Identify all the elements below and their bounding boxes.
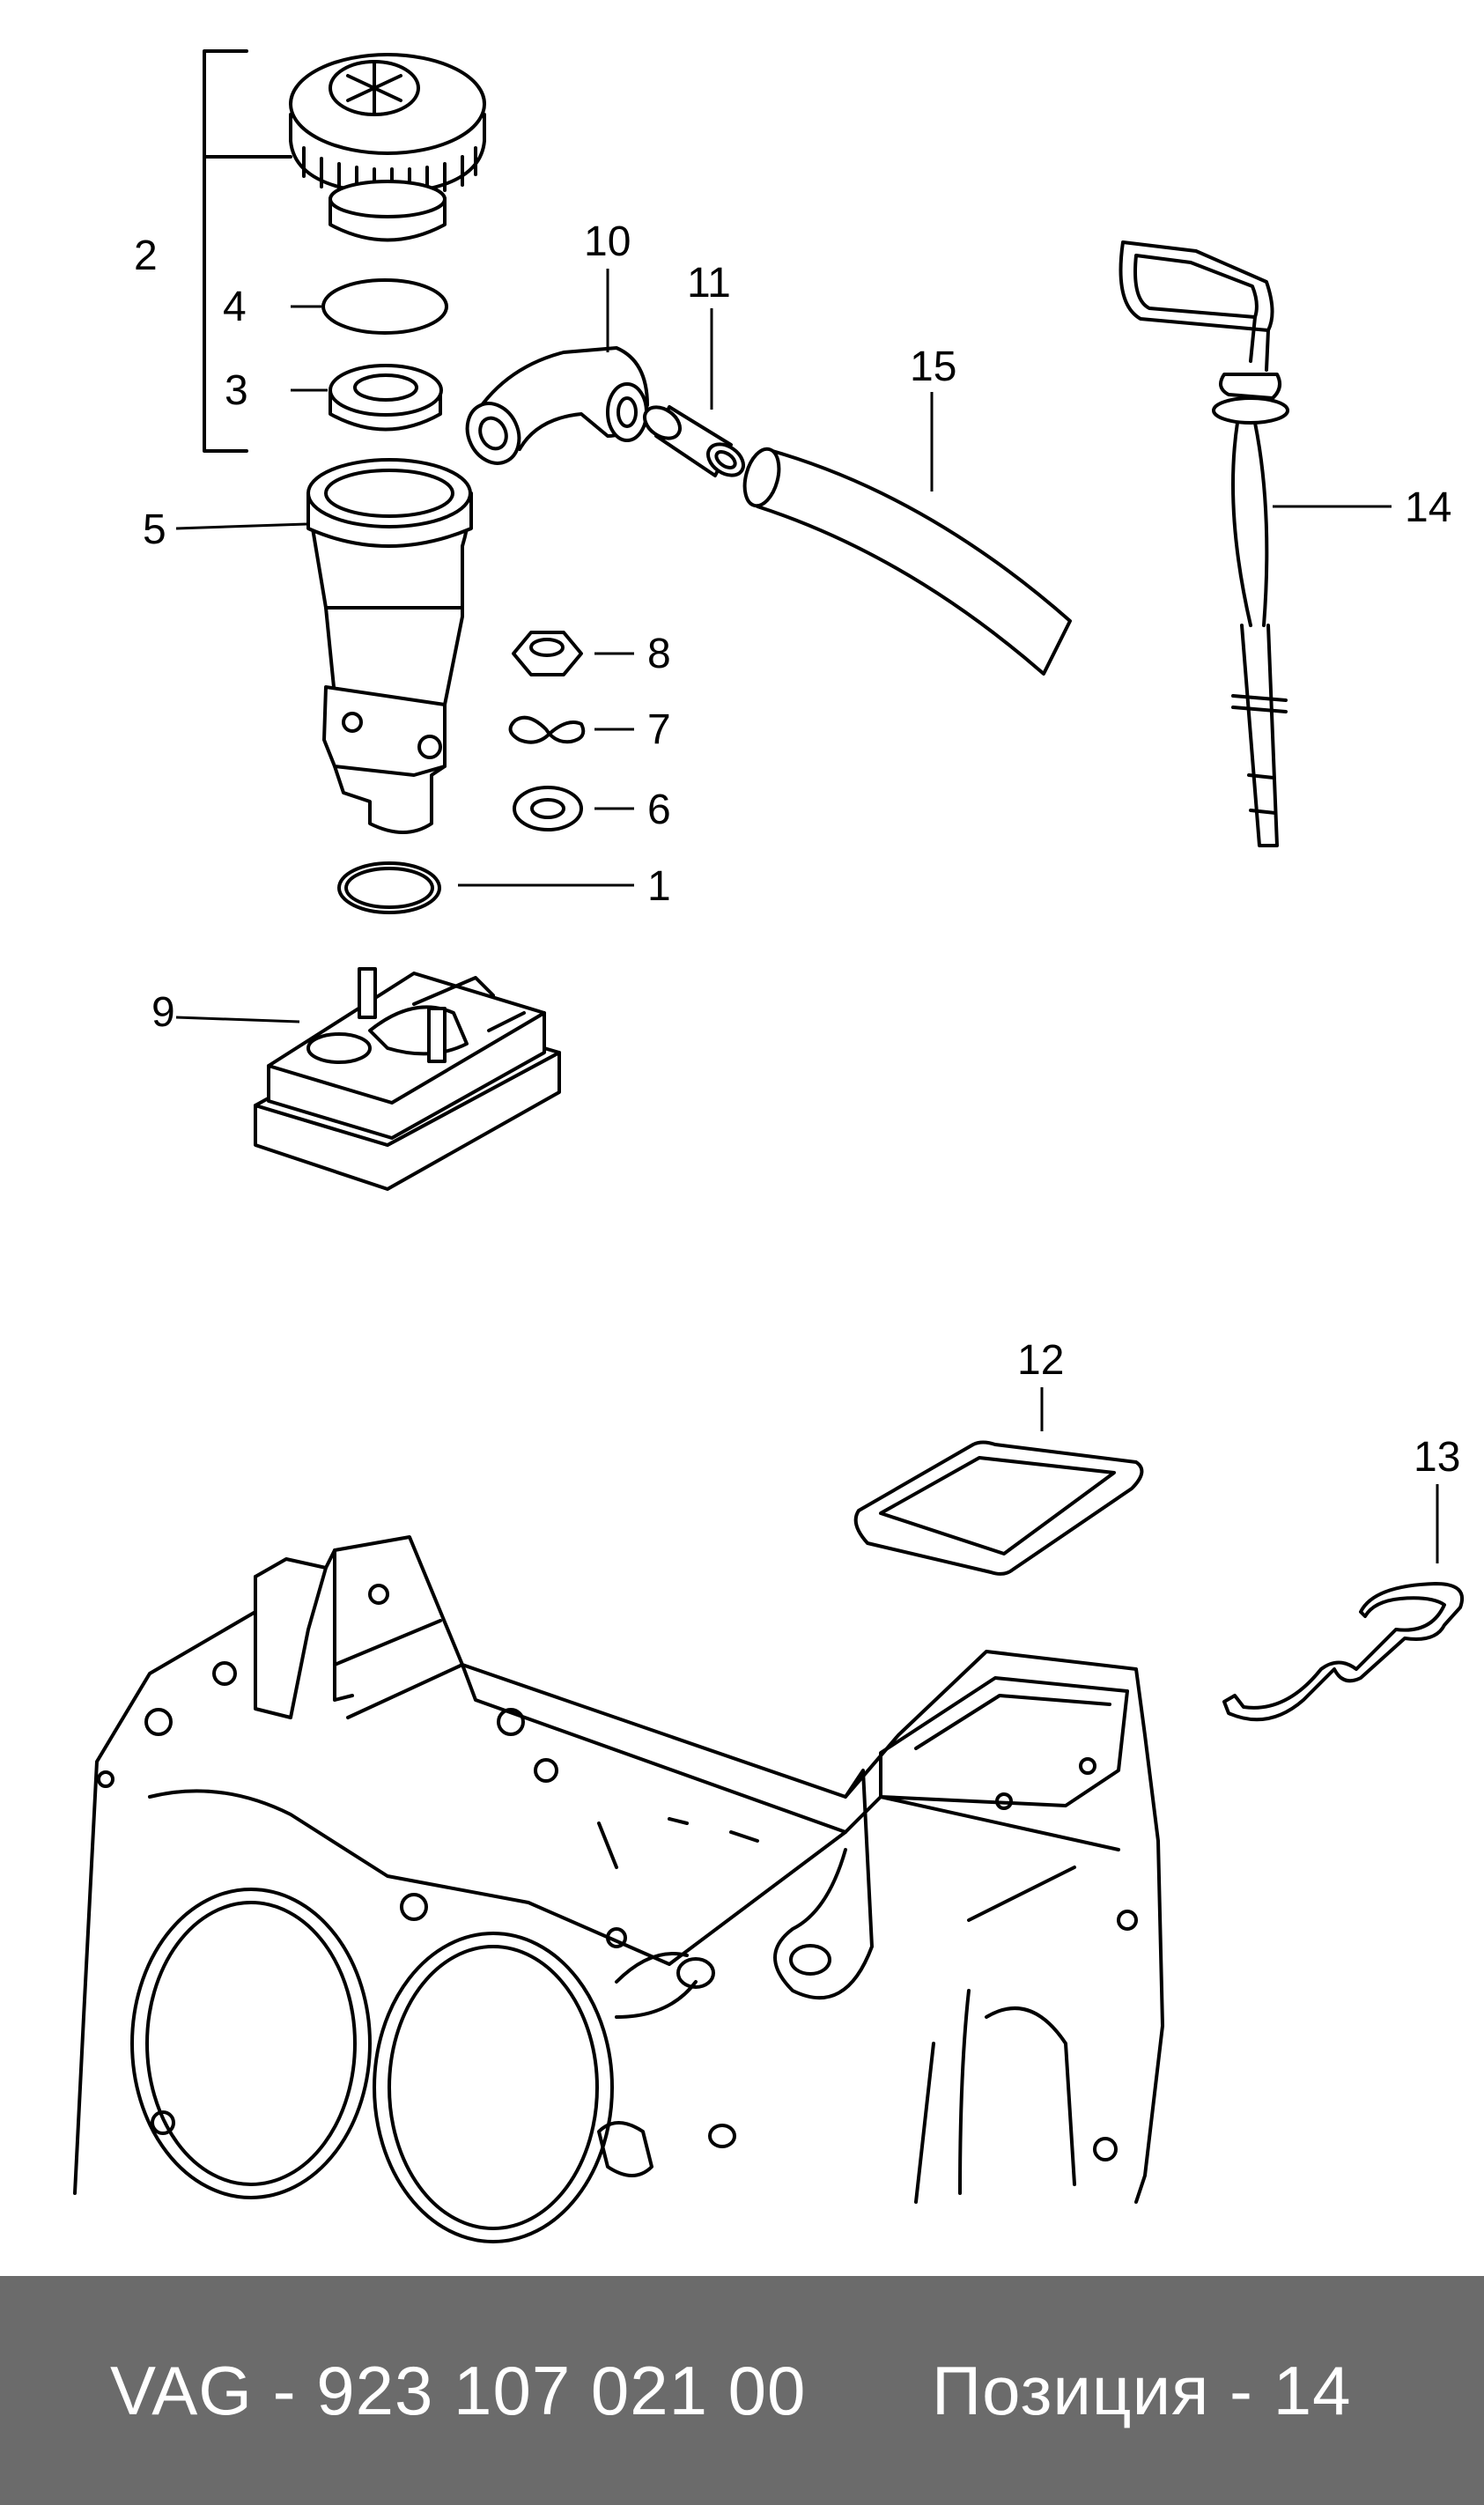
seal-3 [329,364,443,432]
callout-2: 2 [134,233,158,279]
callout-3: 3 [225,367,248,414]
o-ring-4 [321,278,448,335]
callout-9: 9 [151,989,175,1036]
nut-8 [512,631,583,676]
crankcase-housing [73,1535,1164,2243]
position-label: Позиция - 14 [932,2351,1352,2429]
washer-6 [513,786,583,831]
part-number-label: VAG - 923 107 021 00 [110,2351,807,2429]
filler-neck-5 [306,458,473,834]
clip-13 [1222,1582,1464,1722]
dipstick-14 [1119,240,1289,847]
callout-4: 4 [223,284,247,330]
o-ring-1 [337,861,441,914]
callout-14: 14 [1405,484,1451,531]
callout-6: 6 [647,787,671,833]
hose-15 [742,447,1072,676]
exploded-parts-diagram: 2 4 3 5 8 7 6 1 9 10 11 15 14 12 13 [73,49,1464,2243]
info-footer-bar: VAG - 923 107 021 00 Позиция - 14 [0,2276,1484,2505]
callout-8: 8 [647,631,671,677]
filler-cap [289,53,486,242]
gasket-12 [853,1440,1144,1576]
callout-labels: 2 4 3 5 8 7 6 1 9 10 11 15 14 12 13 [134,218,1460,1481]
leader-lines [175,269,1439,1563]
elbow-hose-10 [465,346,649,465]
callout-13: 13 [1414,1434,1460,1481]
sleeve-11 [643,405,745,477]
group-2-bracket [203,49,292,453]
callout-15: 15 [910,344,956,390]
callout-1: 1 [647,863,671,910]
callout-11: 11 [687,260,731,307]
callout-12: 12 [1017,1337,1064,1384]
callout-5: 5 [143,506,166,553]
callout-10: 10 [584,218,631,265]
breather-housing-9 [254,967,561,1191]
callout-7: 7 [647,706,671,753]
spring-washer-7 [508,715,586,744]
